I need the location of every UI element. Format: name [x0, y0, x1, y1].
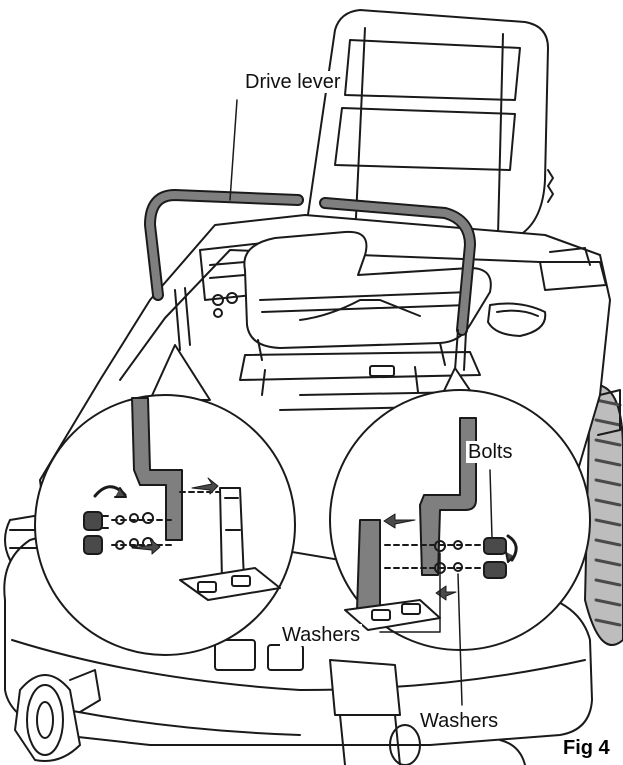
- detail-callout-right: [329, 367, 591, 651]
- leader-lines: [229, 99, 493, 706]
- seat-cushion: [243, 230, 492, 366]
- front-caster-wheel-right: [329, 659, 526, 765]
- detail-callout-left: [34, 344, 296, 656]
- label-bolts: Bolts: [466, 441, 515, 463]
- label-drive-lever: Drive lever: [243, 71, 343, 93]
- label-washers-lower: Washers: [418, 710, 501, 732]
- label-washers-upper: Washers: [280, 624, 363, 646]
- front-caster-wheel-left: [14, 669, 101, 762]
- figure-caption: Fig 4: [563, 737, 610, 759]
- rear-tire: [584, 383, 623, 646]
- drive-lever-left: [144, 189, 304, 351]
- seat-back: [304, 9, 554, 246]
- drive-lever-right: [319, 197, 476, 371]
